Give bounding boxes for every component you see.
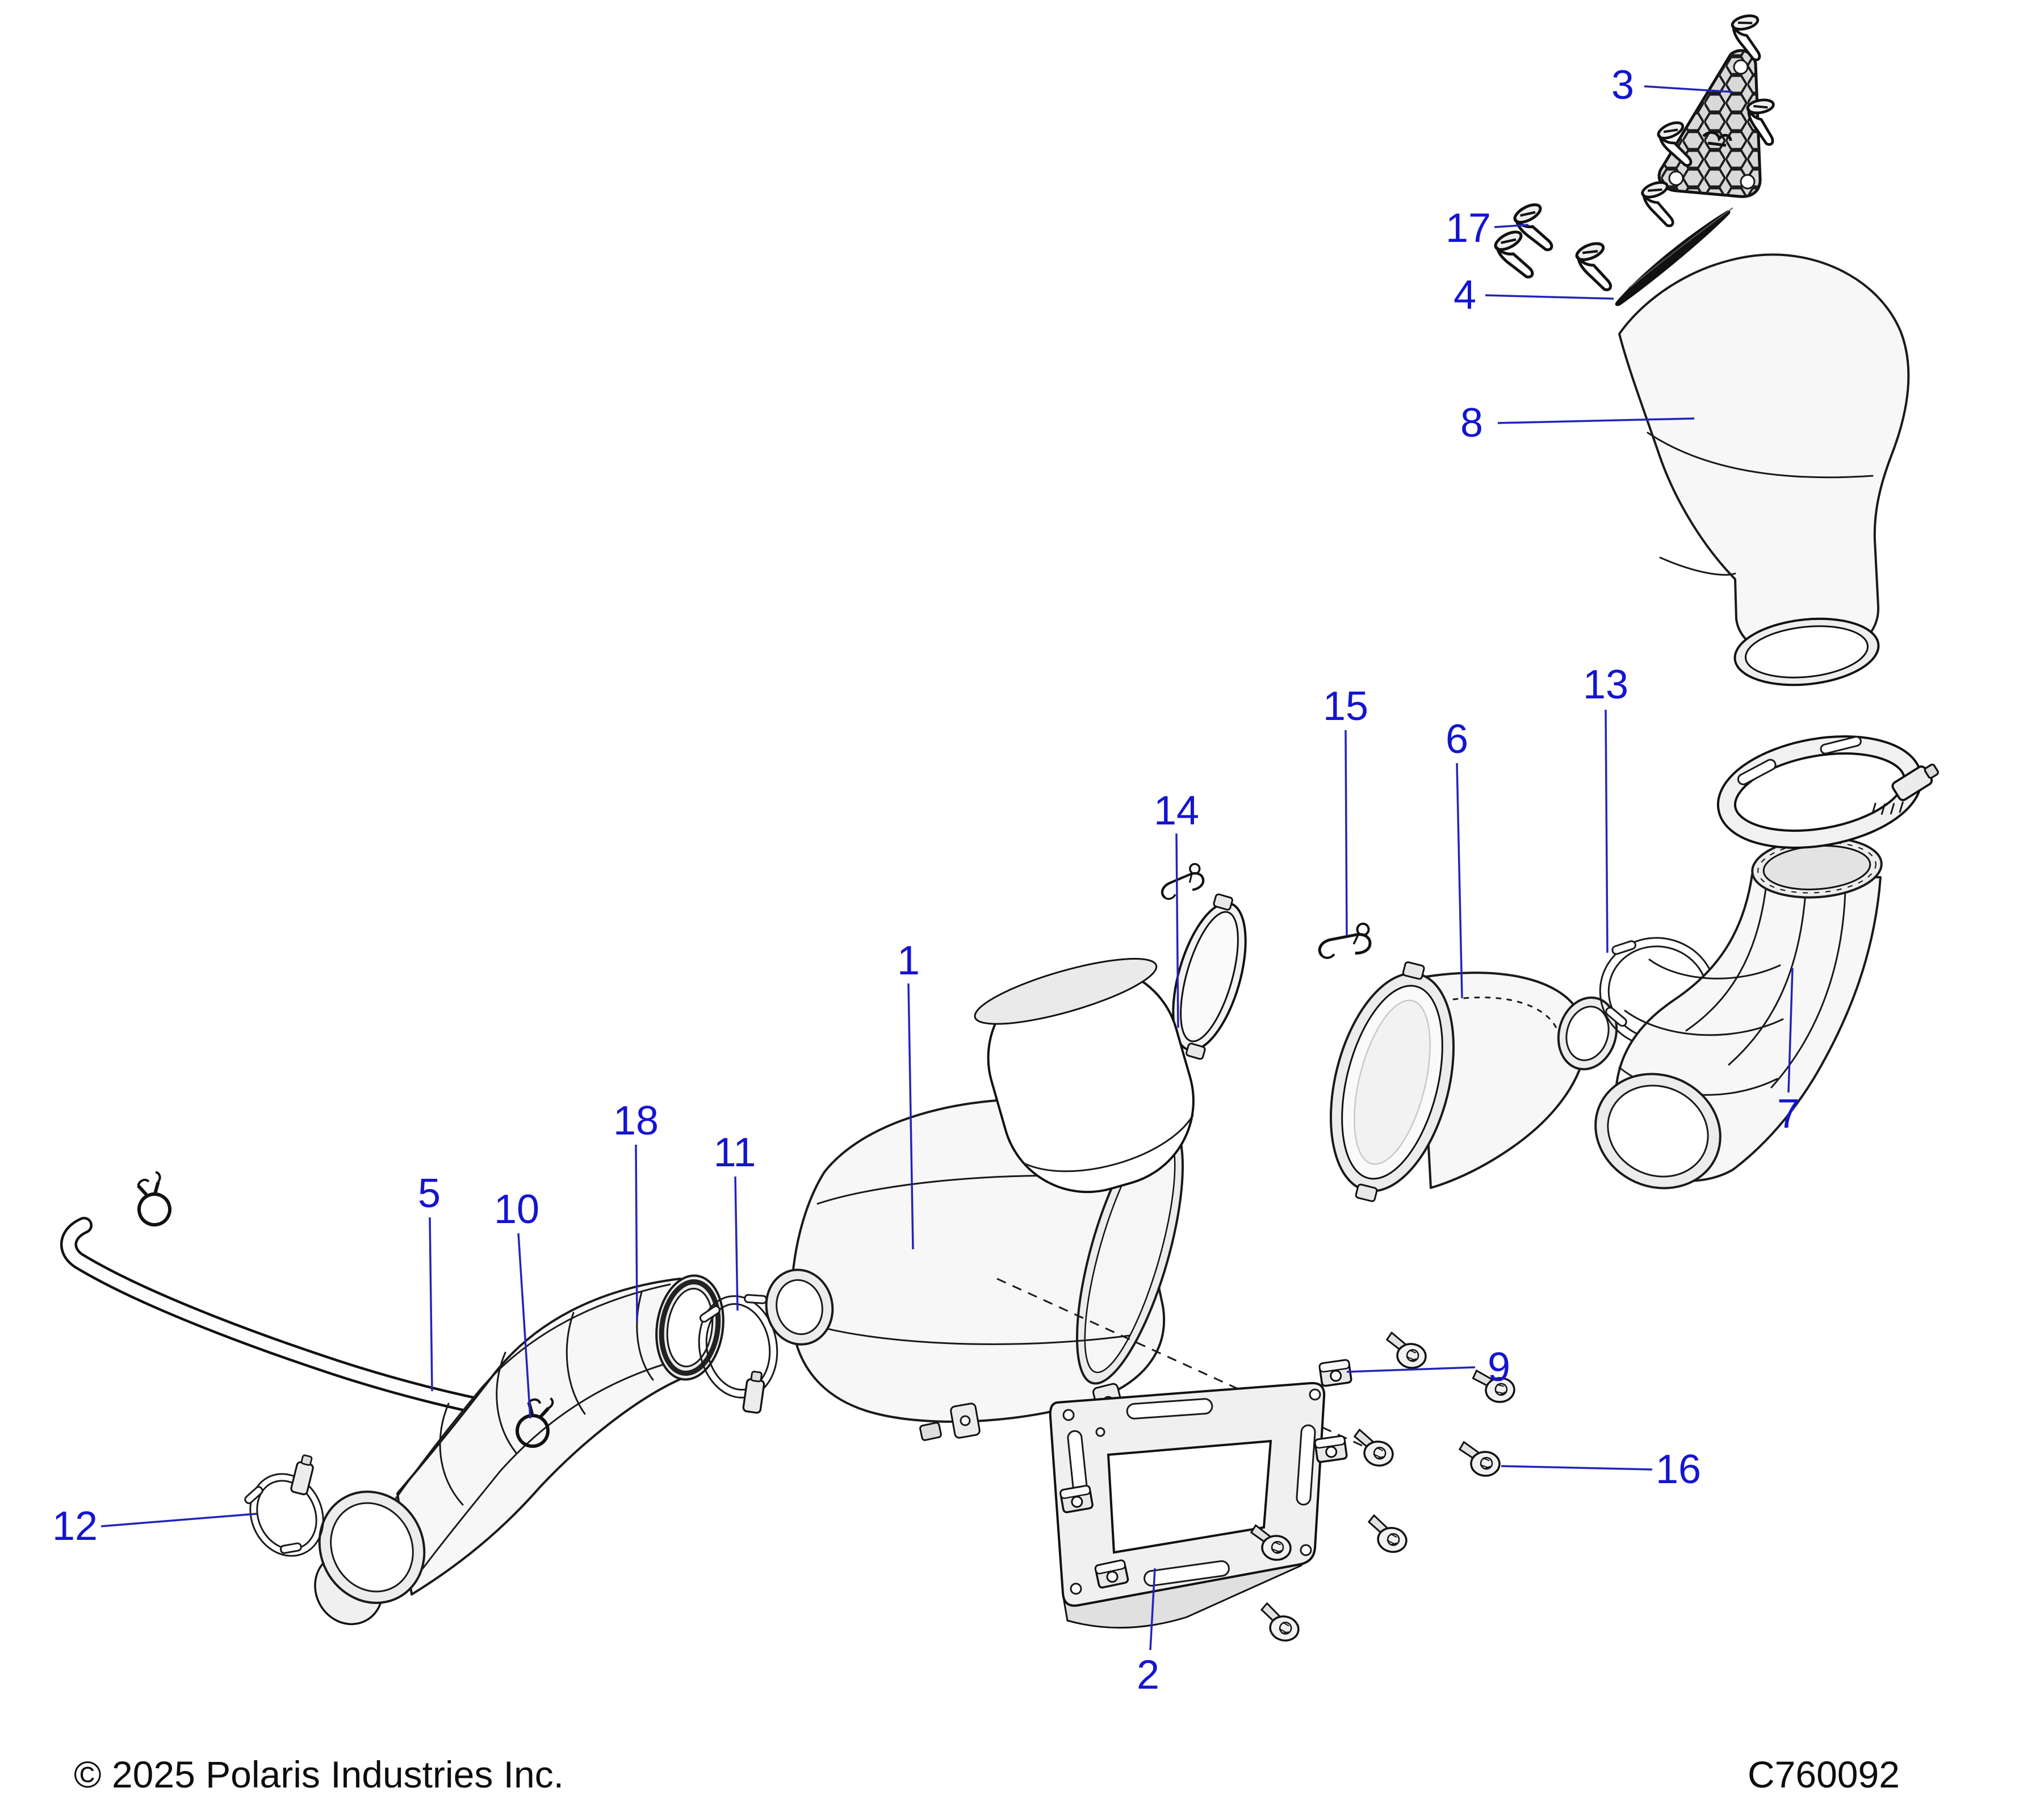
part-elbow-duct (1594, 836, 1883, 1190)
assembly-axis-dashed-line (996, 1278, 1380, 1455)
part-clamp-12 (244, 1453, 324, 1557)
callout-15: 15 (1322, 684, 1369, 729)
callout-5: 5 (417, 1171, 441, 1216)
callout-11: 11 (713, 1130, 756, 1175)
callout-17: 17 (1445, 206, 1492, 251)
part-push-screws (1493, 201, 1619, 296)
callout-1: 1 (897, 938, 920, 983)
part-seal-strip (1615, 207, 1733, 306)
callout-14: 14 (1153, 788, 1200, 834)
copyright-notice: © 2025 Polaris Industries Inc. (74, 1753, 564, 1795)
callout-18: 18 (613, 1098, 659, 1144)
part-airbox-lid (1172, 893, 1247, 1060)
part-drain-hose (60, 1217, 526, 1426)
part-filter-element (974, 958, 1195, 1194)
part-mounting-bracket (1049, 1381, 1326, 1629)
callout-6: 6 (1445, 717, 1469, 762)
callout-10: 10 (493, 1187, 540, 1232)
part-clamp-11 (698, 1293, 778, 1414)
part-intake-cover (1618, 253, 1910, 686)
figure-code: C760092 (1748, 1753, 1900, 1795)
callout-9: 9 (1487, 1345, 1511, 1390)
part-corrugated-duct (314, 1274, 724, 1626)
callout-16: 16 (1655, 1447, 1702, 1492)
hose-spring-clamp-icon (131, 1171, 173, 1228)
callout-4: 4 (1453, 273, 1477, 318)
airbox-latch-tab (950, 1402, 981, 1439)
part-retainer-clip-b (1157, 863, 1206, 901)
callout-2: 2 (1136, 1652, 1160, 1698)
callout-3: 3 (1611, 62, 1635, 108)
part-funnel-boot (1330, 961, 1618, 1202)
callout-leader-lines (100, 85, 1794, 1651)
part-mesh-grille (1640, 14, 1780, 231)
callout-13: 13 (1582, 662, 1629, 707)
part-clamp-upper (1716, 735, 1943, 849)
part-retainer-clip-a (1317, 923, 1371, 958)
callout-7: 7 (1777, 1091, 1800, 1137)
callout-12: 12 (52, 1504, 98, 1549)
callout-8: 8 (1460, 400, 1484, 446)
